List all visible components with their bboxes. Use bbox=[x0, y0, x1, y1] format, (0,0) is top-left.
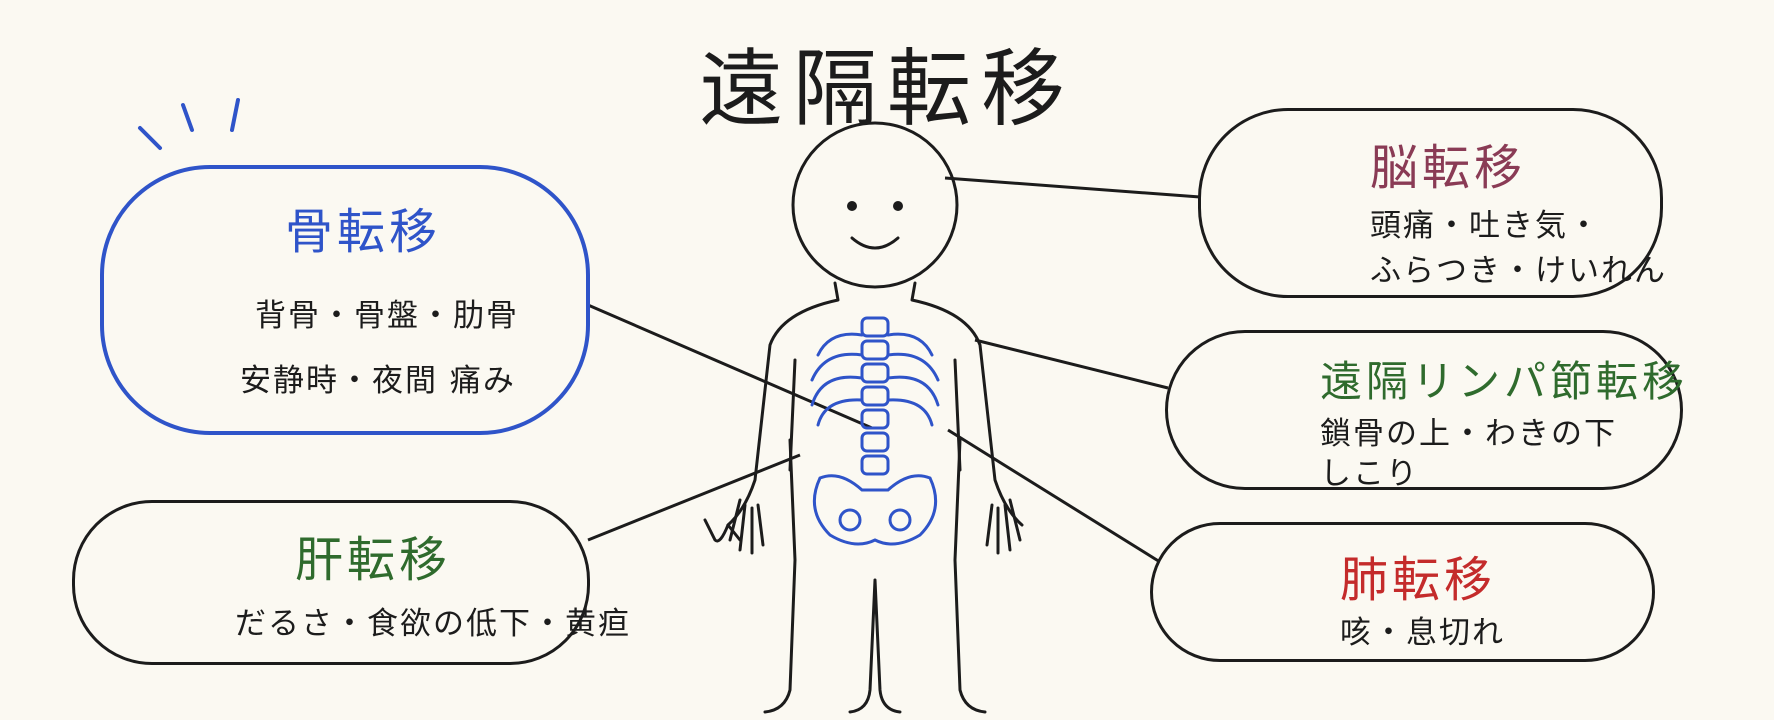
human-body-figure bbox=[703, 121, 1024, 714]
liver-heading: 肝転移 bbox=[295, 532, 452, 588]
brain-heading: 脳転移 bbox=[1370, 140, 1527, 196]
left-eye bbox=[847, 201, 857, 211]
bone-metastasis-box bbox=[100, 165, 590, 435]
connector-liver bbox=[587, 453, 801, 542]
right-eye bbox=[893, 201, 903, 211]
bone-line1: 背骨・骨盤・肋骨 bbox=[255, 298, 519, 334]
liver-line1: だるさ・食欲の低下・黄疸 bbox=[235, 606, 631, 642]
legs-outline bbox=[763, 438, 987, 714]
brain-line1: 頭痛・吐き気・ bbox=[1370, 208, 1601, 244]
brain-line2: ふらつき・けいれん bbox=[1370, 253, 1667, 289]
lymph-line2: しこり bbox=[1320, 456, 1419, 492]
lung-heading: 肺転移 bbox=[1340, 552, 1497, 608]
skeleton-spine-ribs-pelvis bbox=[810, 316, 940, 546]
inner-arms bbox=[788, 358, 962, 472]
liver-metastasis-box bbox=[72, 500, 590, 665]
connector-lines bbox=[587, 176, 1201, 564]
left-arm-outline bbox=[703, 518, 742, 543]
lymph-node-metastasis-box bbox=[1165, 330, 1683, 490]
lung-line1: 咳・息切れ bbox=[1340, 615, 1505, 651]
connector-lymph bbox=[974, 338, 1169, 390]
connector-lung bbox=[947, 428, 1161, 564]
lymph-line1: 鎖骨の上・わきの下 bbox=[1320, 416, 1617, 452]
lung-metastasis-box bbox=[1150, 522, 1655, 662]
smile bbox=[850, 236, 900, 250]
hands bbox=[728, 498, 1022, 555]
page-title: 遠隔転移 bbox=[698, 40, 1075, 138]
lymph-heading: 遠隔リンパ節転移 bbox=[1320, 357, 1689, 406]
bone-heading: 骨転移 bbox=[285, 204, 442, 260]
brain-metastasis-box bbox=[1198, 108, 1663, 298]
bone-line2: 安静時・夜間 痛み bbox=[240, 363, 516, 399]
attention-marks bbox=[138, 98, 240, 150]
connector-bone bbox=[587, 303, 873, 430]
torso-outline bbox=[726, 281, 1024, 527]
connector-brain bbox=[944, 176, 1201, 199]
head-outline bbox=[791, 121, 959, 289]
